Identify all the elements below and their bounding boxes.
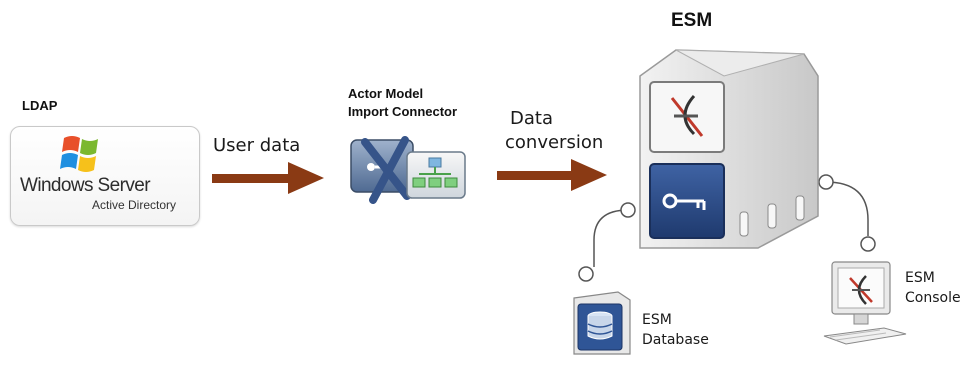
database-icon (573, 291, 631, 355)
connection-lines (578, 174, 876, 282)
data-conversion-label-line1: Data (510, 108, 553, 129)
database-label-line1: ESM (642, 312, 672, 328)
connector-label-line1: Actor Model (348, 86, 424, 101)
diagram-title: ESM (671, 10, 713, 31)
user-data-label: User data (213, 135, 301, 156)
ldap-source-box (10, 126, 200, 226)
esm-server-icon (639, 49, 819, 249)
data-conversion-arrow (497, 159, 607, 191)
windows-server-label: Windows Server (20, 175, 151, 196)
console-label-line1: ESM (905, 270, 935, 286)
data-conversion-label-line2: conversion (505, 132, 604, 153)
console-monitor-icon (823, 261, 907, 345)
ldap-label: LDAP (22, 98, 58, 113)
connector-label-line2: Import Connector (348, 104, 458, 119)
connector-icon (350, 136, 466, 204)
database-label-line2: Database (642, 332, 709, 348)
user-data-arrow (212, 162, 324, 194)
active-directory-label: Active Directory (92, 198, 177, 212)
windows-logo-icon (60, 136, 98, 172)
console-label-line2: Console (905, 290, 961, 306)
